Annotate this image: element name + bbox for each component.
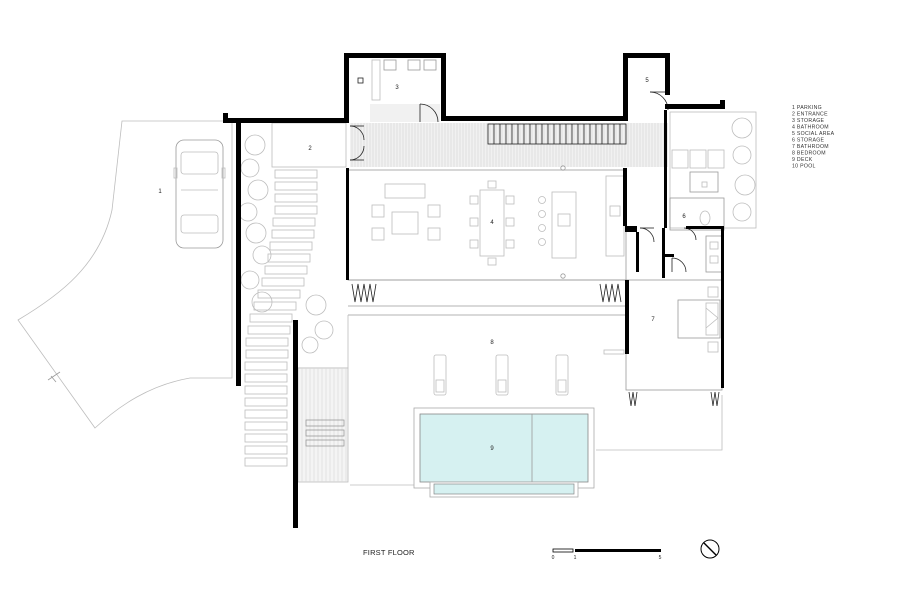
car-icon [173,139,226,249]
legend-item: 9 DECK [792,157,813,163]
room-label-7: 7 [651,317,655,323]
wooden-platform [297,367,349,483]
corridor-hatch [350,104,668,167]
room-label-4: 4 [490,220,494,226]
lounge-chairs [433,354,569,396]
room-label-6: 6 [682,214,686,220]
legend-item: 4 BATHROOM [792,125,829,131]
legend-item: 1 PARKING [792,105,822,111]
scale-tick-0: 0 [552,555,555,561]
room-label-2: 2 [308,146,312,152]
curtains [351,283,720,407]
door-swings [349,91,697,273]
north-arrow-icon [700,539,720,559]
legend-item: 8 BEDROOM [792,151,826,157]
legend-item: 6 STORAGE [792,138,825,144]
room-label-5: 5 [645,78,649,84]
room-label-9: 9 [490,446,494,452]
legend-item: 7 BATHROOM [792,144,829,150]
legend-item: 3 STORAGE [792,118,825,124]
stepping-stones [244,169,318,467]
room-label-1: 1 [158,189,162,195]
legend-item: 2 ENTRANCE [792,112,828,118]
legend-item: 5 SOCIAL AREA [792,131,835,137]
scale-tick-5: 5 [659,555,662,561]
room-label-3: 3 [395,85,399,91]
social-area [347,165,627,281]
parking-area [17,120,233,429]
pool [413,407,595,498]
room-label-8: 8 [490,340,494,346]
stair [487,123,627,145]
legend: 1 PARKING 2 ENTRANCE 3 STORAGE 4 BATHROO… [792,105,835,170]
legend-item: 10 POOL [792,164,816,170]
floor-caption: FIRST FLOOR [363,548,415,557]
walls [223,53,725,528]
scale-bar: 0 1 5 [552,548,662,561]
scale-tick-1: 1 [574,555,577,561]
